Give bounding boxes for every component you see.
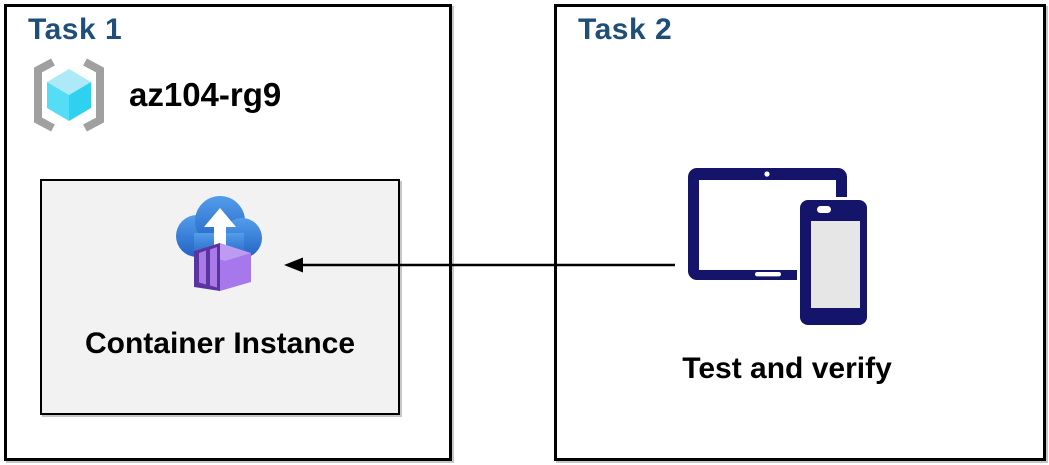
container-cube-icon [194, 243, 251, 291]
phone-speaker-pill [817, 206, 831, 213]
container-instance-box: Container Instance [40, 179, 400, 415]
phone-icon [797, 197, 870, 328]
test-and-verify-label: Test and verify [682, 352, 892, 385]
resource-group-row: az104-rg9 [27, 57, 281, 133]
container-instance-label: Container Instance [84, 327, 356, 360]
container-instances-icon [176, 196, 262, 291]
task2-box: Task 2 Test and verify [554, 4, 1046, 461]
tablet-and-phone-icon [688, 168, 870, 328]
tablet-home-button [755, 272, 781, 277]
task1-box: Task 1 az104-rg9 [4, 4, 452, 461]
resource-group-icon [34, 58, 104, 132]
resource-group-name: az104-rg9 [129, 76, 282, 113]
tablet-camera-dot [764, 171, 770, 177]
up-arrow-glyph [204, 208, 236, 251]
left-arrow-connector [284, 257, 675, 273]
task2-title: Task 2 [578, 13, 673, 46]
task1-title: Task 1 [28, 13, 123, 46]
arrowhead [284, 257, 303, 273]
